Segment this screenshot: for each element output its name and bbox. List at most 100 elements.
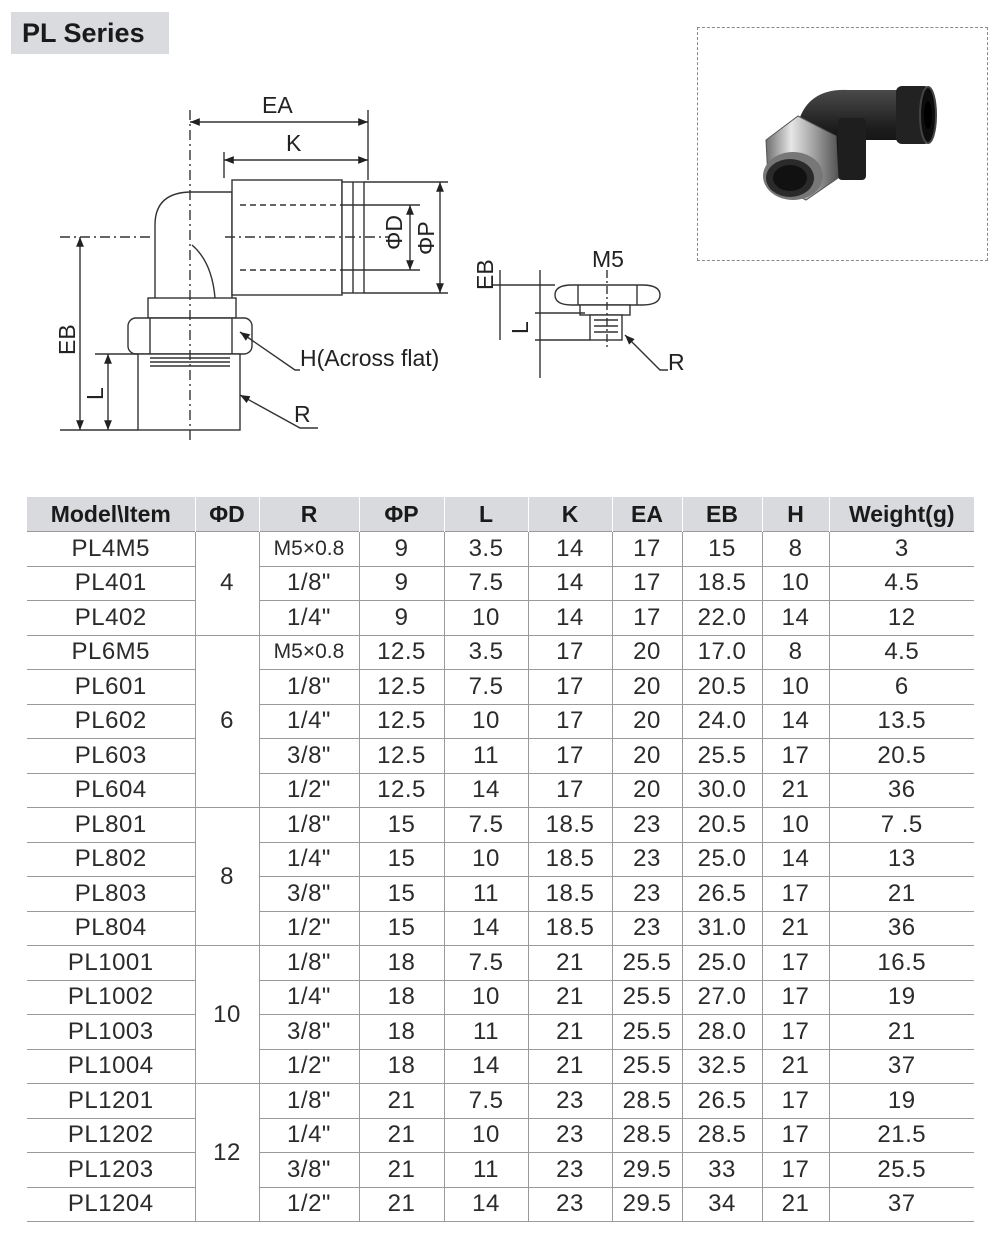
model-cell: PL803 <box>27 876 195 912</box>
l-cell: 14 <box>443 911 528 946</box>
thread-cell: 1/8" <box>258 807 359 843</box>
weight-cell: 13.5 <box>828 704 974 739</box>
model-cell: PL1003 <box>27 1014 195 1050</box>
k-cell: 17 <box>527 669 612 705</box>
phi-p-cell: 18 <box>358 945 444 981</box>
product-photo <box>763 86 937 201</box>
phi-p-cell: 18 <box>358 1014 444 1050</box>
k-cell: 21 <box>527 980 612 1015</box>
thread-cell: 1/2" <box>258 1187 359 1222</box>
thread-cell: 1/4" <box>258 704 359 739</box>
column-header-ea: EA <box>611 497 682 532</box>
k-cell: 23 <box>527 1187 612 1222</box>
h-cell: 17 <box>761 1014 829 1050</box>
k-cell: 14 <box>527 566 612 601</box>
column-header-od: ΦD <box>194 497 259 532</box>
phi-p-cell: 18 <box>358 980 444 1015</box>
weight-cell: 19 <box>828 1083 974 1119</box>
h-cell: 17 <box>761 945 829 981</box>
eb-cell: 20.5 <box>681 669 762 705</box>
eb-cell: 25.0 <box>681 842 762 877</box>
thread-cell: 1/2" <box>258 773 359 808</box>
l-cell: 11 <box>443 738 528 774</box>
phi-p-cell: 15 <box>358 911 444 946</box>
k-cell: 14 <box>527 600 612 636</box>
model-cell: PL401 <box>27 566 195 601</box>
model-cell: PL1203 <box>27 1152 195 1188</box>
phi-p-cell: 9 <box>358 531 444 567</box>
h-cell: 21 <box>761 1187 829 1222</box>
ea-cell: 17 <box>611 531 682 567</box>
model-cell: PL4M5 <box>27 531 195 567</box>
eb-cell: 31.0 <box>681 911 762 946</box>
eb-cell: 26.5 <box>681 876 762 912</box>
column-header-thread: R <box>258 497 359 532</box>
thread-cell: 1/4" <box>258 842 359 877</box>
h-cell: 10 <box>761 566 829 601</box>
ea-cell: 20 <box>611 773 682 808</box>
ea-cell: 23 <box>611 842 682 877</box>
phi-p-cell: 12.5 <box>358 738 444 774</box>
thread-cell: 3/8" <box>258 1152 359 1188</box>
column-header-eb: EB <box>681 497 762 532</box>
phi-p-cell: 21 <box>358 1118 444 1153</box>
weight-cell: 36 <box>828 911 974 946</box>
h-cell: 17 <box>761 738 829 774</box>
label-r-small: R <box>668 349 685 375</box>
eb-cell: 22.0 <box>681 600 762 636</box>
od-cell: 8 <box>194 807 259 946</box>
thread-cell: 1/8" <box>258 669 359 705</box>
column-header-k: K <box>527 497 612 532</box>
l-cell: 3.5 <box>443 531 528 567</box>
phi-p-cell: 12.5 <box>358 635 444 670</box>
ea-cell: 23 <box>611 876 682 912</box>
ea-cell: 29.5 <box>611 1152 682 1188</box>
l-cell: 10 <box>443 980 528 1015</box>
thread-cell: 1/4" <box>258 600 359 636</box>
page-title: PL Series <box>11 12 169 54</box>
k-cell: 17 <box>527 738 612 774</box>
h-cell: 17 <box>761 1118 829 1153</box>
label-phi-p: ΦP <box>413 221 439 255</box>
product-photo-frame <box>697 27 988 261</box>
label-k: K <box>286 130 302 156</box>
thread-cell: 1/4" <box>258 1118 359 1153</box>
weight-cell: 19 <box>828 980 974 1015</box>
h-cell: 14 <box>761 600 829 636</box>
weight-cell: 25.5 <box>828 1152 974 1188</box>
weight-cell: 20.5 <box>828 738 974 774</box>
column-header-phi-p: ΦP <box>358 497 444 532</box>
h-cell: 17 <box>761 876 829 912</box>
thread-cell: 1/8" <box>258 566 359 601</box>
k-cell: 23 <box>527 1083 612 1119</box>
h-cell: 14 <box>761 704 829 739</box>
eb-cell: 20.5 <box>681 807 762 843</box>
model-cell: PL604 <box>27 773 195 808</box>
l-cell: 7.5 <box>443 566 528 601</box>
label-l-small: L <box>507 321 533 334</box>
model-cell: PL603 <box>27 738 195 774</box>
h-cell: 17 <box>761 980 829 1015</box>
thread-cell: 1/2" <box>258 911 359 946</box>
ea-cell: 17 <box>611 566 682 601</box>
eb-cell: 34 <box>681 1187 762 1222</box>
label-eb: EB <box>54 324 80 355</box>
weight-cell: 37 <box>828 1187 974 1222</box>
thread-cell: M5×0.8 <box>258 635 359 670</box>
weight-cell: 21 <box>828 876 974 912</box>
od-cell: 12 <box>194 1083 259 1222</box>
weight-cell: 7 .5 <box>828 807 974 843</box>
model-cell: PL801 <box>27 807 195 843</box>
weight-cell: 21 <box>828 1014 974 1050</box>
